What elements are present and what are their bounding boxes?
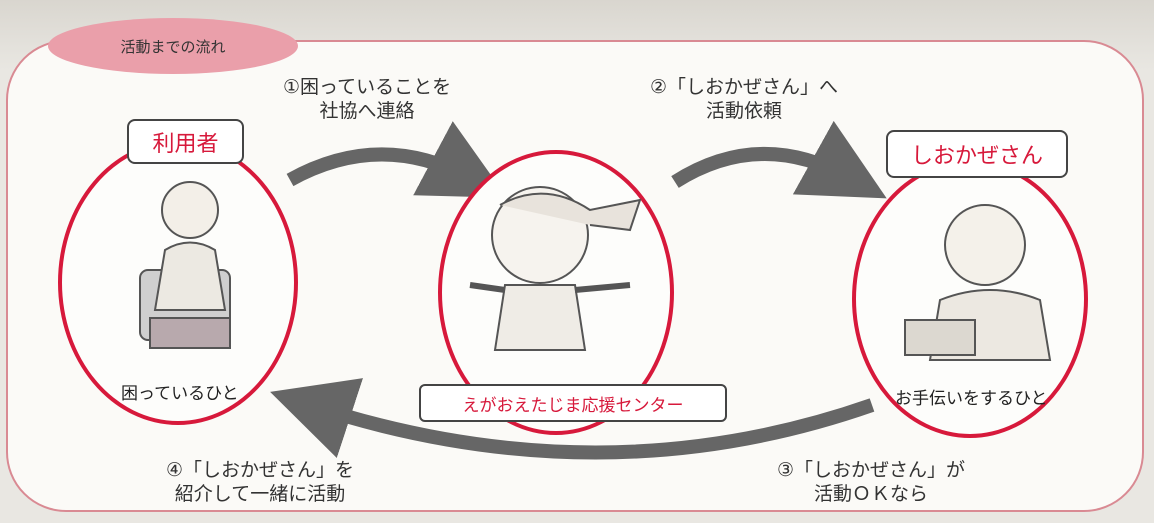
step4-text: ④「しおかぜさん」を 紹介して一緒に活動 bbox=[166, 459, 355, 505]
arrow-step1 bbox=[286, 121, 508, 198]
helper-label: しおかぜさん bbox=[886, 130, 1068, 178]
step2-text: ②「しおかぜさん」へ 活動依頼 bbox=[650, 76, 839, 122]
user-label: 利用者 bbox=[127, 119, 244, 164]
arrow-step3-4 bbox=[270, 378, 875, 460]
user-caption: 困っているひと bbox=[121, 384, 239, 404]
step3-text: ③「しおかぜさん」が 活動ＯＫなら bbox=[777, 459, 966, 505]
arrow-step2 bbox=[671, 120, 887, 199]
step1-text: ①困っていることを 社協へ連絡 bbox=[283, 76, 452, 122]
section-tab: 活動までの流れ bbox=[48, 18, 298, 74]
helper-caption: お手伝いをするひと bbox=[895, 389, 1048, 409]
section-tab-label: 活動までの流れ bbox=[120, 37, 226, 56]
center-label: えがおえたじま応援センター bbox=[419, 384, 727, 422]
